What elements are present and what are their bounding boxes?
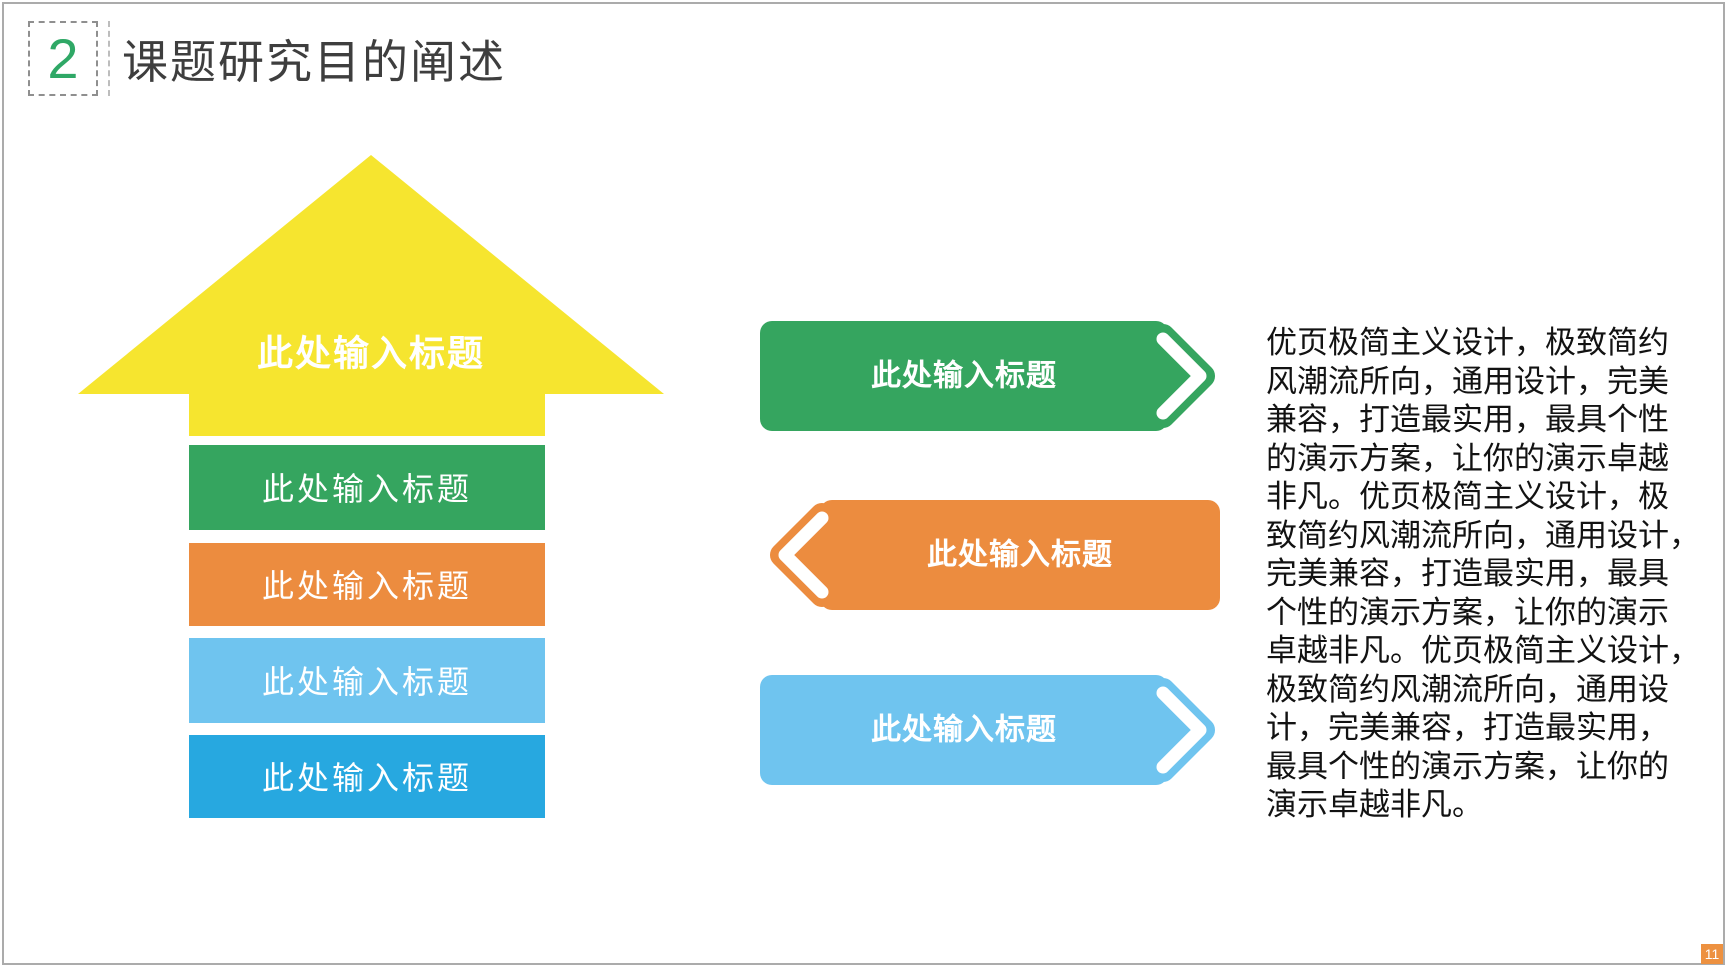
header-divider xyxy=(108,21,110,96)
banner-orange-body xyxy=(820,500,1220,610)
arrow-head xyxy=(78,155,664,394)
arrow-stem xyxy=(189,388,545,436)
banner-blue-label: 此处输入标题 xyxy=(871,714,1057,747)
page-number-badge: 11 xyxy=(1701,944,1723,964)
banner-green: 此处输入标题 xyxy=(760,321,1216,431)
stack-bar-1-label: 此处输入标题 xyxy=(262,470,472,508)
section-number-box: 2 xyxy=(28,21,98,96)
banner-orange: 此处输入标题 xyxy=(769,500,1220,610)
page-title: 课题研究目的阐述 xyxy=(122,36,506,88)
body-paragraph: 优页极简主义设计，极致简约 风潮流所向，通用设计，完美 兼容，打造最实用，最具个… xyxy=(1266,325,1700,823)
stack-bar-3-label: 此处输入标题 xyxy=(262,663,472,701)
chevron-left-icon xyxy=(778,511,829,599)
stack-bar-1 xyxy=(189,445,545,530)
chevron-right-icon xyxy=(1156,332,1207,420)
stack-bar-2 xyxy=(189,543,545,626)
banner-green-body xyxy=(760,321,1168,431)
banner-blue: 此处输入标题 xyxy=(760,675,1216,785)
stack-bar-4-label: 此处输入标题 xyxy=(262,759,472,797)
arrow-stack-diagram: 此处输入标题 此处输入标题 此处输入标题 此处输入标题 此处输入标题 xyxy=(78,155,664,818)
arrow-head-label: 此处输入标题 xyxy=(257,333,485,374)
chevron-right-icon xyxy=(1156,686,1207,774)
banner-green-label: 此处输入标题 xyxy=(871,360,1057,393)
banner-orange-label: 此处输入标题 xyxy=(927,539,1113,572)
page-number: 11 xyxy=(1704,946,1720,962)
stack-bar-2-label: 此处输入标题 xyxy=(262,567,472,605)
banner-blue-body xyxy=(760,675,1168,785)
section-number: 2 xyxy=(47,26,79,90)
stack-bar-3 xyxy=(189,638,545,723)
stack-bar-4 xyxy=(189,735,545,818)
